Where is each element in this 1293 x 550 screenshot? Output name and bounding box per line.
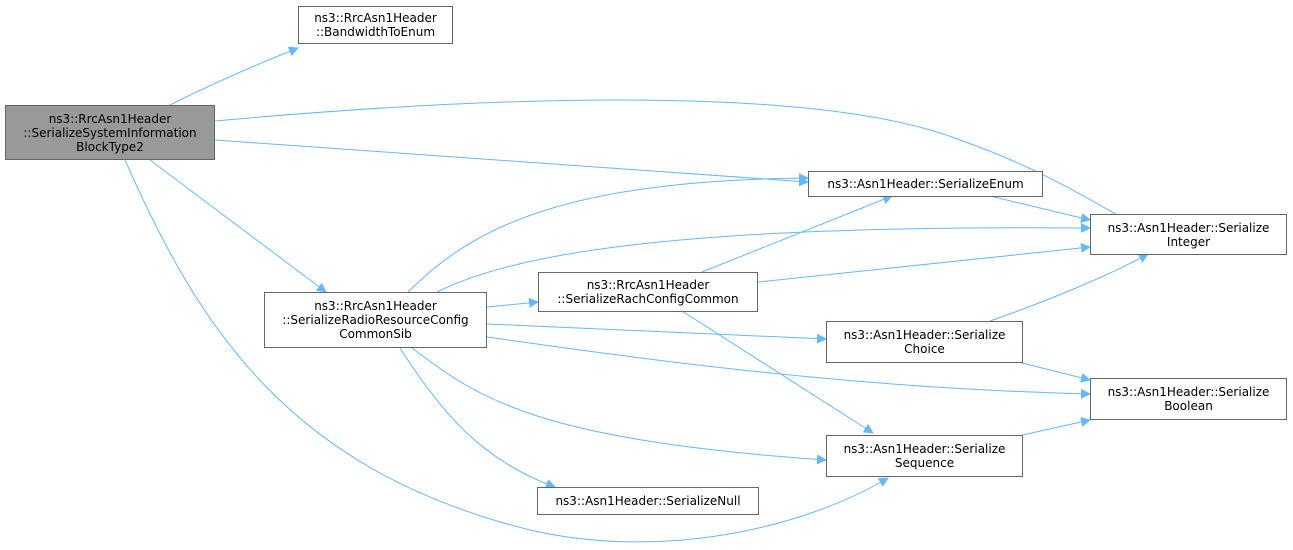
node-label-line: ::BandwidthToEnum xyxy=(315,25,436,39)
edge-root-to-serialize-sequence xyxy=(124,159,889,543)
edge-radio-resource-config-to-serialize-boolean xyxy=(486,336,1091,399)
edge-serialize-sequence-to-serialize-boolean xyxy=(1017,417,1091,437)
node-label-line: ns3::Asn1Header::Serialize xyxy=(1107,385,1270,399)
node-label-line: ns3::RrcAsn1Header xyxy=(48,111,172,126)
node-label-line: ::SerializeRadioResourceConfig xyxy=(282,313,469,327)
edge-rach-config-common-to-serialize-sequence xyxy=(681,310,874,434)
node-bandwidth-to-enum[interactable]: ns3::RrcAsn1Header ::BandwidthToEnum xyxy=(298,6,453,44)
node-label-line: ::SerializeSystemInformation xyxy=(23,125,197,140)
edge-serialize-choice-to-serialize-integer xyxy=(989,253,1149,322)
node-serialize-boolean[interactable]: ns3::Asn1Header::Serialize Boolean xyxy=(1090,378,1287,420)
node-label-line: Choice xyxy=(904,342,945,356)
edge-radio-resource-config-to-serialize-enum xyxy=(407,173,809,293)
edge-radio-resource-config-to-serialize-integer xyxy=(436,222,1091,293)
edge-radio-resource-config-to-serialize-sequence xyxy=(411,347,827,465)
node-label-line: CommonSib xyxy=(339,327,412,341)
edge-rach-config-common-to-serialize-enum xyxy=(701,194,893,273)
node-label-line: ns3::Asn1Header::Serialize xyxy=(1107,220,1270,235)
node-label-line: Sequence xyxy=(894,456,955,470)
edge-root-to-radio-resource-config xyxy=(149,159,327,293)
node-serialize-radio-resource-config-common-sib[interactable]: ns3::RrcAsn1Header ::SerializeRadioResou… xyxy=(264,292,487,348)
node-label-line: ns3::RrcAsn1Header xyxy=(314,11,437,25)
edge-root-to-serialize-integer xyxy=(214,99,1141,229)
node-label-line: ns3::Asn1Header::SerializeNull xyxy=(555,494,741,508)
node-label-line: ns3::Asn1Header::Serialize xyxy=(843,442,1006,456)
node-label-line: ns3::Asn1Header::SerializeEnum xyxy=(827,177,1024,191)
node-label-line: Boolean xyxy=(1164,399,1213,413)
node-serialize-choice[interactable]: ns3::Asn1Header::Serialize Choice xyxy=(826,321,1023,363)
node-label-line: ::SerializeRachConfigCommon xyxy=(557,292,739,306)
edge-radio-resource-config-to-serialize-null xyxy=(399,347,556,489)
node-serialize-integer[interactable]: ns3::Asn1Header::Serialize Integer xyxy=(1090,214,1287,255)
edge-root-to-serialize-enum xyxy=(214,139,809,187)
edge-rach-config-common-to-serialize-integer xyxy=(757,242,1091,283)
node-serialize-sequence[interactable]: ns3::Asn1Header::Serialize Sequence xyxy=(826,435,1023,477)
node-label-line: Integer xyxy=(1166,234,1211,249)
node-label-line: ns3::Asn1Header::Serialize xyxy=(843,328,1006,342)
edge-root-to-bandwidth-to-enum xyxy=(169,46,299,106)
node-serialize-null[interactable]: ns3::Asn1Header::SerializeNull xyxy=(537,487,759,515)
node-label-line: ns3::RrcAsn1Header xyxy=(314,299,437,313)
edge-radio-resource-config-to-rach-config-common xyxy=(486,297,539,308)
edge-serialize-enum-to-serialize-integer xyxy=(989,195,1091,223)
node-serialize-enum[interactable]: ns3::Asn1Header::SerializeEnum xyxy=(808,171,1043,197)
node-label-line: BlockType2 xyxy=(76,139,144,154)
edge-serialize-choice-to-serialize-boolean xyxy=(1017,361,1091,383)
node-label-line: ns3::RrcAsn1Header xyxy=(586,278,710,292)
edge-radio-resource-config-to-serialize-choice xyxy=(486,323,827,344)
node-serialize-system-information-block-type2[interactable]: ns3::RrcAsn1Header ::SerializeSystemInfo… xyxy=(5,105,215,160)
node-serialize-rach-config-common[interactable]: ns3::RrcAsn1Header ::SerializeRachConfig… xyxy=(538,272,758,312)
